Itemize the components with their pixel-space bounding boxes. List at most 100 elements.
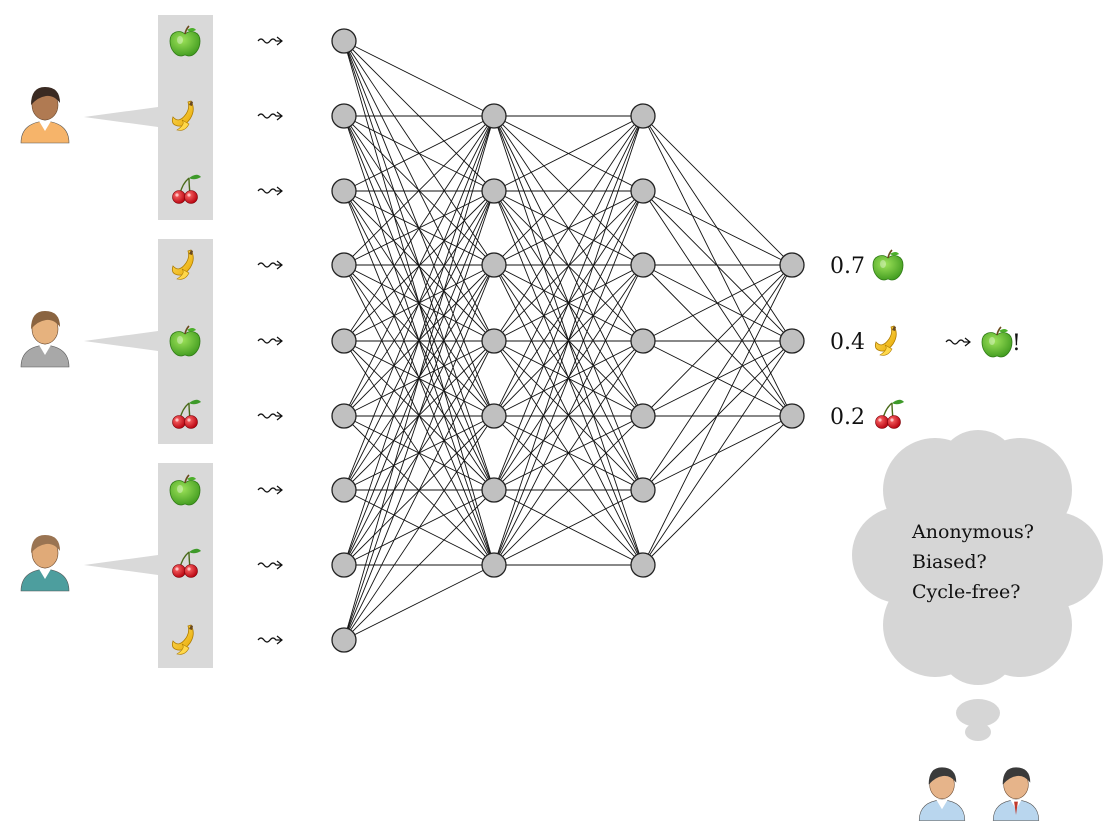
cloud-shape: [852, 430, 1103, 741]
banana-icon: [171, 624, 194, 655]
network-edge: [343, 489, 495, 641]
network-node: [481, 477, 507, 503]
network-node: [779, 328, 805, 354]
network-edge: [343, 115, 495, 342]
network-edge: [343, 340, 495, 641]
cherry-icon: [875, 399, 904, 429]
network-edge: [493, 190, 644, 566]
network-edge: [493, 115, 644, 491]
banana-icon: [874, 325, 897, 356]
network-node: [630, 178, 656, 204]
network-node: [481, 403, 507, 429]
winner-fruit-icon: [981, 326, 1013, 358]
network-node: [331, 403, 357, 429]
network-edge: [493, 115, 644, 342]
network-edge: [343, 264, 495, 641]
network-node: [630, 477, 656, 503]
speech-pointer: [84, 555, 158, 575]
input-squiggle-arrow: [257, 485, 283, 495]
output-value: 0.4: [830, 330, 865, 355]
output-value: 0.7: [830, 254, 865, 279]
network-edge: [343, 415, 495, 641]
network-edge: [343, 190, 495, 641]
network-edge: [642, 415, 793, 566]
thought-line-3: Cycle-free?: [912, 581, 1020, 603]
input-squiggle-arrow: [257, 560, 283, 570]
network-node: [630, 403, 656, 429]
voter-2: [20, 239, 213, 444]
output-scores: 0.7 0.4 0.2: [830, 249, 904, 430]
apple-icon: [169, 25, 201, 57]
observer-male-icon: [992, 767, 1040, 821]
network-edge: [343, 115, 495, 491]
network-edge: [642, 190, 793, 266]
output-value: 0.2: [830, 405, 865, 430]
network-node: [331, 178, 357, 204]
network-edge: [642, 264, 793, 342]
cherry-icon: [172, 548, 201, 578]
network-node: [481, 178, 507, 204]
voter-1: [20, 15, 213, 220]
network-edge: [343, 40, 495, 117]
network-node: [331, 252, 357, 278]
network-edge: [493, 264, 644, 566]
network-edge: [642, 190, 793, 342]
network-edge: [642, 115, 793, 266]
apple-icon: [169, 325, 201, 357]
apple-icon: [981, 326, 1013, 358]
network-edge: [493, 489, 644, 566]
thought-cloud: Anonymous? Biased? Cycle-free?: [852, 430, 1103, 741]
input-squiggle-arrow: [257, 411, 283, 421]
apple-icon: [872, 249, 904, 281]
person-icon: [20, 311, 70, 368]
network-edge: [343, 115, 495, 641]
speech-pointer: [84, 107, 158, 127]
network-edge: [642, 264, 793, 491]
apple-icon: [169, 474, 201, 506]
winner-result: !: [945, 326, 1021, 358]
input-squiggle-arrow: [257, 36, 283, 46]
network-node: [481, 328, 507, 354]
input-squiggle-arrow: [257, 635, 283, 645]
network-node: [779, 252, 805, 278]
network-edge: [642, 264, 793, 417]
observers-group: [918, 767, 1040, 821]
network-node: [331, 103, 357, 129]
input-squiggle-arrow: [257, 260, 283, 270]
network-node: [481, 103, 507, 129]
network-edge: [642, 340, 793, 566]
voters-group: [20, 15, 213, 668]
network-node: [779, 403, 805, 429]
thought-line-1: Anonymous?: [911, 521, 1034, 543]
network-node: [481, 552, 507, 578]
observer-female-icon: [918, 767, 966, 821]
network-node: [630, 103, 656, 129]
person-icon: [20, 535, 70, 592]
input-squiggle-arrow: [257, 336, 283, 346]
network-edge: [343, 115, 495, 192]
voter-3: [20, 463, 213, 668]
input-squiggle-arrow: [257, 186, 283, 196]
network-node: [481, 252, 507, 278]
cherry-icon: [172, 399, 201, 429]
network-edge: [493, 115, 644, 566]
network-edge: [493, 115, 644, 192]
banana-icon: [171, 249, 194, 280]
network-edge: [343, 564, 495, 641]
winner-squiggle-arrow: [945, 337, 971, 347]
cherry-icon: [172, 174, 201, 204]
input-arrows: [257, 36, 283, 645]
network-edge: [493, 115, 644, 417]
network-edge: [642, 264, 793, 566]
network-edge: [493, 340, 644, 566]
person-icon: [20, 87, 70, 144]
output-score-3: 0.2: [830, 399, 904, 430]
banana-icon: [171, 100, 194, 131]
network-node: [331, 477, 357, 503]
network-edges: [343, 40, 793, 641]
output-score-1: 0.7: [830, 249, 904, 281]
network-node: [630, 552, 656, 578]
thought-line-2: Biased?: [912, 551, 987, 573]
speech-pointer: [84, 331, 158, 351]
